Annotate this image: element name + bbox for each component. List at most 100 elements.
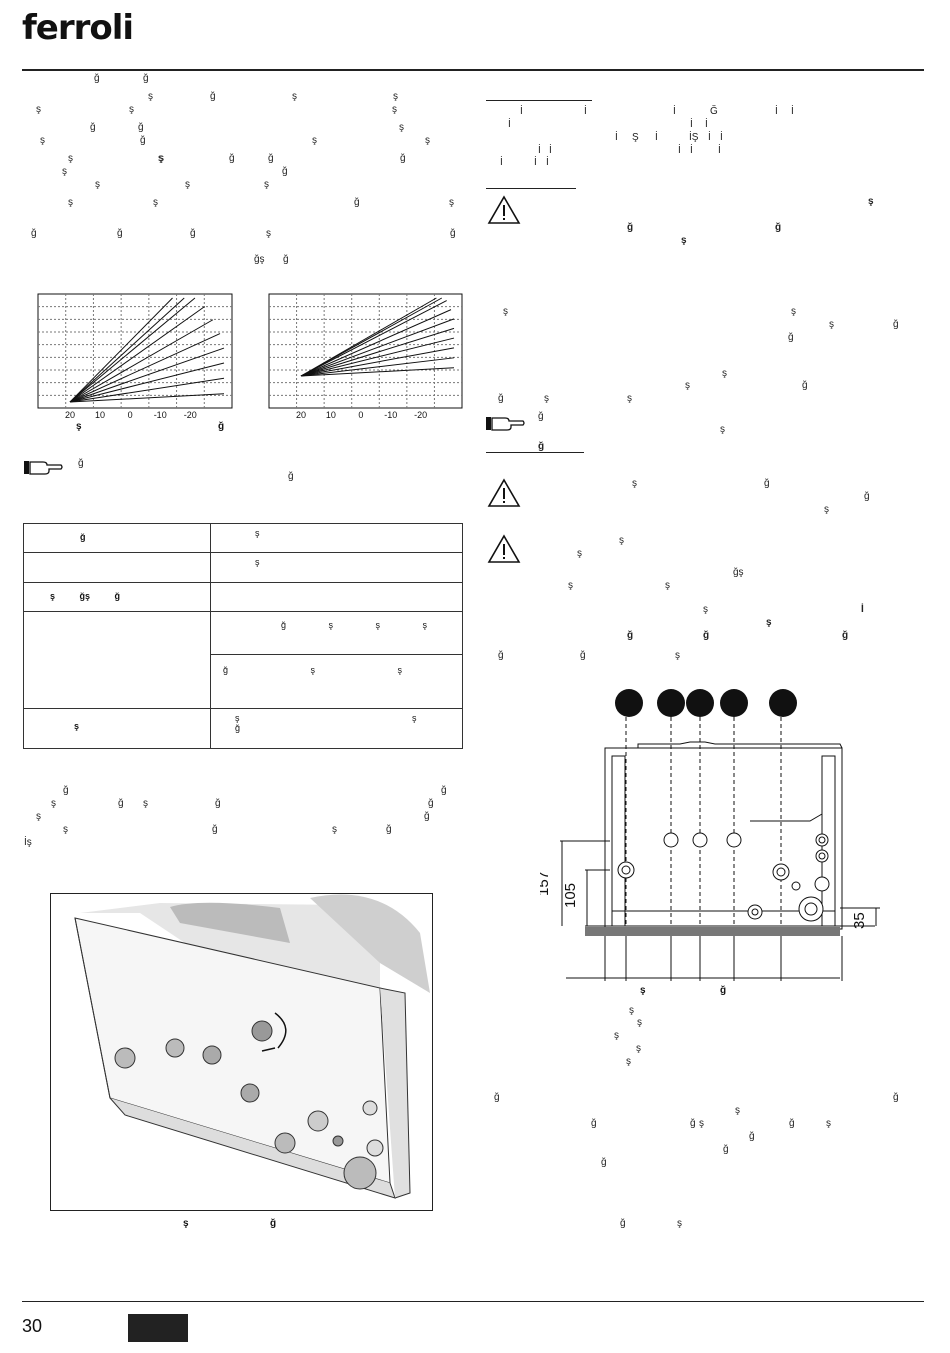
glyph: ş bbox=[158, 153, 163, 164]
curve-line bbox=[69, 306, 205, 403]
header-rule bbox=[22, 69, 924, 71]
glyph: ş bbox=[826, 1118, 831, 1129]
glyph: ğş bbox=[254, 254, 265, 265]
footer-rule bbox=[22, 1301, 924, 1302]
glyph: ş bbox=[159, 153, 164, 164]
glyph: ğ bbox=[498, 393, 504, 404]
curve-line bbox=[300, 327, 455, 377]
section-underline bbox=[486, 188, 576, 189]
table-cell: ş ş ğ bbox=[235, 713, 417, 733]
curve-line bbox=[69, 377, 225, 403]
glyph: ş bbox=[68, 153, 73, 164]
chart-caption-glyph: ş bbox=[76, 421, 82, 432]
curve-line bbox=[69, 393, 225, 403]
boiler-connections-photo bbox=[50, 893, 433, 1211]
glyph: ğ bbox=[400, 153, 406, 164]
glyph: ğ bbox=[538, 411, 544, 422]
dimension-157: 157 bbox=[540, 871, 552, 896]
glyph: ğ bbox=[893, 319, 899, 330]
glyph: ğ bbox=[424, 811, 430, 822]
glyph: ğ bbox=[268, 153, 274, 164]
glyph: ş bbox=[824, 504, 829, 515]
section-underline bbox=[486, 100, 592, 101]
drawing-caption-glyph: ş bbox=[640, 985, 646, 996]
glyph: ş bbox=[629, 1005, 634, 1016]
glyph: İ bbox=[615, 132, 618, 143]
glyph: ğ bbox=[386, 824, 392, 835]
curve-line bbox=[69, 297, 173, 403]
glyph: ş bbox=[675, 650, 680, 661]
glyph: İ bbox=[534, 157, 537, 168]
dimension-105: 105 bbox=[562, 883, 579, 908]
glyph: ğ bbox=[118, 798, 124, 809]
chart-frame bbox=[268, 293, 463, 409]
curve-line bbox=[300, 300, 447, 377]
glyph: ş bbox=[36, 104, 41, 115]
glyph: ş bbox=[568, 580, 573, 591]
glyph: İ bbox=[775, 106, 778, 117]
glyph: İ bbox=[549, 145, 552, 156]
glyph: ğ bbox=[789, 1118, 795, 1129]
glyph: ş bbox=[829, 319, 834, 330]
glyph: ğ bbox=[620, 1218, 626, 1229]
chart-frame bbox=[37, 293, 233, 409]
glyph: ğ bbox=[90, 122, 96, 133]
glyph: ğ bbox=[764, 478, 770, 489]
table-cell: ğ bbox=[80, 532, 86, 542]
connection-marker bbox=[657, 689, 685, 717]
pointing-hand-icon bbox=[486, 417, 525, 431]
glyph: ş bbox=[677, 1218, 682, 1229]
glyph: ş bbox=[266, 228, 271, 239]
glyph: ğ bbox=[627, 630, 634, 641]
glyph: ş bbox=[95, 179, 100, 190]
glyph: İ bbox=[500, 157, 503, 168]
glyph: ş bbox=[577, 548, 582, 559]
glyph: ğ bbox=[282, 166, 288, 177]
table-cell: ş bbox=[255, 557, 260, 567]
glyph: ğ bbox=[601, 1157, 607, 1168]
glyph: ş bbox=[264, 179, 269, 190]
glyph: ş bbox=[626, 1056, 631, 1067]
x-tick-label: -20 bbox=[184, 410, 197, 420]
table-cell: ş bbox=[74, 721, 80, 731]
glyph: ğ bbox=[749, 1131, 755, 1142]
x-tick-label: 10 bbox=[95, 410, 105, 420]
section-heading: ğ bbox=[538, 441, 545, 452]
glyph: ş bbox=[392, 104, 397, 115]
glyph: ğ bbox=[788, 332, 794, 343]
curve-line bbox=[300, 347, 455, 377]
glyph: ş bbox=[148, 91, 153, 102]
glyph: ş bbox=[685, 380, 690, 391]
glyph: ş bbox=[614, 1030, 619, 1041]
glyph: ğ bbox=[441, 785, 447, 796]
glyph: ş bbox=[393, 91, 398, 102]
curve-line bbox=[69, 362, 225, 403]
glyph: ş bbox=[735, 1105, 740, 1116]
pointing-hand-icon bbox=[24, 461, 63, 475]
warning-triangle-icon bbox=[487, 478, 521, 507]
glyph: ş bbox=[153, 197, 158, 208]
connection-marker bbox=[686, 689, 714, 717]
glyph: ş bbox=[544, 393, 549, 404]
x-tick-label: -10 bbox=[154, 410, 167, 420]
glyph: ş bbox=[292, 91, 297, 102]
curve-line bbox=[300, 309, 452, 377]
glyph: İ bbox=[690, 145, 693, 156]
glyph: ş bbox=[722, 368, 727, 379]
curve-line bbox=[300, 367, 455, 377]
x-tick-label: -10 bbox=[384, 410, 397, 420]
glyph: İş bbox=[24, 837, 32, 848]
glyph: İ bbox=[861, 604, 864, 615]
glyph: İ bbox=[655, 132, 658, 143]
glyph: İ bbox=[584, 106, 587, 117]
glyph: ğ bbox=[288, 471, 294, 482]
x-tick-label: 20 bbox=[65, 410, 75, 420]
glyph: ğ bbox=[580, 650, 586, 661]
glyph: İ bbox=[538, 145, 541, 156]
glyph: İ bbox=[791, 106, 794, 117]
glyph: ş bbox=[40, 135, 45, 146]
glyph: ş bbox=[425, 135, 430, 146]
glyph: ğ bbox=[498, 650, 504, 661]
glyph: ğ bbox=[143, 73, 149, 84]
glyph: ğ bbox=[627, 222, 634, 233]
